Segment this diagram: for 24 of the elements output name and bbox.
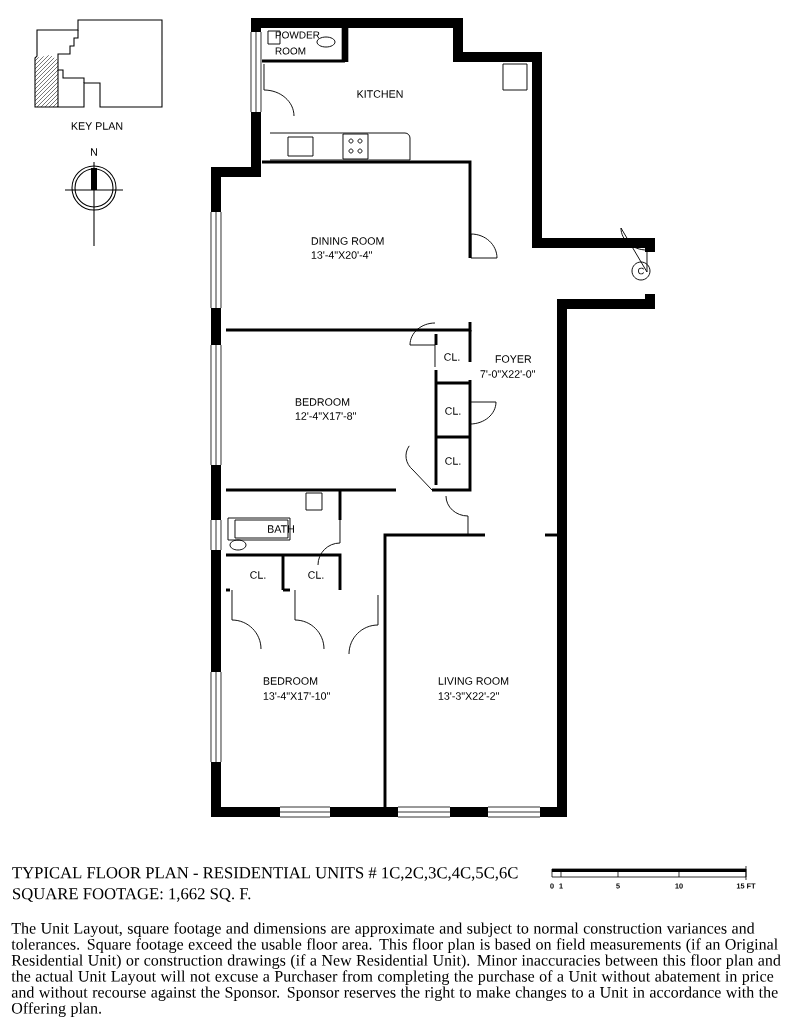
closet-label: CL. — [444, 353, 460, 361]
plan-label: KEY PLAN — [71, 122, 123, 130]
closet-label: CL. — [250, 571, 266, 579]
room-label: LIVING ROOM — [438, 677, 509, 685]
room-label: KITCHEN — [357, 90, 403, 98]
dimension-label: 13'-4"X20'-4" — [311, 251, 372, 259]
unit-letter: C — [638, 267, 644, 275]
north-label: N — [91, 148, 97, 156]
room-label: POWDER ROOM — [275, 31, 320, 55]
closet-label: CL. — [445, 407, 461, 415]
disclaimer-text: The Unit Layout, square footage and dimensions are approximate and subject to normal construction variances and tolerances. Square footage exceed the usable floor area. This floor plan is based on field measurements (if an Original Residential Unit) or construction drawings (if a New Residential Unit). Minor inaccuracies between this floor plan and the actual Unit Layout will not excuse a Purchaser from completing the purchase of a Unit without abatement in price and without recourse against the Sponsor. Sponsor reserves the right to make changes to a Unit in accordance with the Offering plan. — [11, 922, 781, 1017]
room-label: BEDROOM — [295, 398, 350, 406]
plan-title: TYPICAL FLOOR PLAN - RESIDENTIAL UNITS # 1C,2C,3C,4C,5C,6C — [12, 867, 518, 881]
room-label: BEDROOM — [263, 677, 318, 685]
room-label: BATH — [268, 525, 294, 533]
dimension-label: 13'-3"X22'-2" — [438, 692, 499, 700]
dimension-label: 7'-0"X22'-0" — [480, 370, 535, 378]
room-label: DINING ROOM — [311, 237, 384, 245]
closet-label: CL. — [445, 457, 461, 465]
room-label: FOYER — [495, 355, 532, 363]
closet-label: CL. — [308, 571, 324, 579]
dimension-label: 13'-4"X17'-10" — [263, 692, 330, 700]
dimension-label: 12'-4"X17'-8" — [295, 412, 356, 420]
footage-text: SQUARE FOOTAGE: 1,662 SQ. F. — [13, 888, 251, 902]
